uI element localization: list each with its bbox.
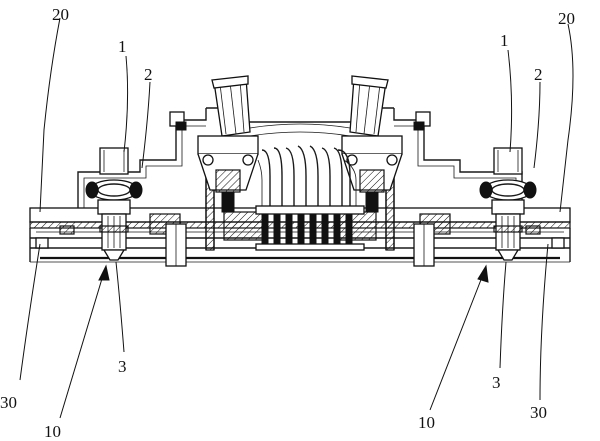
label-3-left: 3 xyxy=(118,357,127,376)
valve-left xyxy=(197,135,259,213)
label-1-left: 1 xyxy=(118,37,127,56)
sensor-assembly-left xyxy=(85,147,143,261)
part-labels: 20 1 2 30 10 3 20 1 2 30 10 3 xyxy=(0,5,575,441)
label-10-right: 10 xyxy=(418,413,435,432)
label-10-left: 10 xyxy=(44,422,61,441)
connector-tube-right xyxy=(349,75,389,137)
connector-tube-left xyxy=(211,75,251,137)
label-1-right: 1 xyxy=(500,31,509,50)
label-30-right: 30 xyxy=(530,403,547,422)
label-2-right: 2 xyxy=(534,65,543,84)
label-20-left: 20 xyxy=(52,5,69,24)
label-3-right: 3 xyxy=(492,373,501,392)
sensor-assembly-right xyxy=(479,147,537,261)
label-2-left: 2 xyxy=(144,65,153,84)
central-wiring xyxy=(255,145,365,251)
housing xyxy=(77,107,523,267)
valve-right xyxy=(341,135,403,213)
label-30-left: 30 xyxy=(0,393,17,412)
label-20-right: 20 xyxy=(558,9,575,28)
leader-lines xyxy=(19,17,574,419)
